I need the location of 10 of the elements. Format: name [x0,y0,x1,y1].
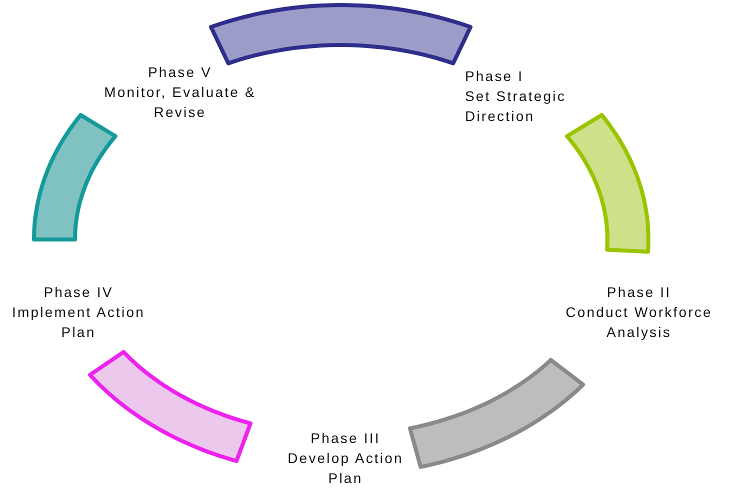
phase-heading: Phase III [310,428,382,448]
phase-heading: Phase I [464,67,525,86]
phase-description: Implement Action Plan [11,303,146,342]
phase-description: Monitor, Evaluate & Revise [103,83,257,122]
phase-description: Set Strategic Direction [464,87,567,126]
phase-description: Conduct Workforce Analysis [564,302,714,342]
phase-heading: Phase IV [42,283,114,302]
phase-heading: Phase II [606,282,672,302]
phase-heading: Phase V [146,63,214,82]
phase-description: Develop Action Plan [286,448,404,488]
